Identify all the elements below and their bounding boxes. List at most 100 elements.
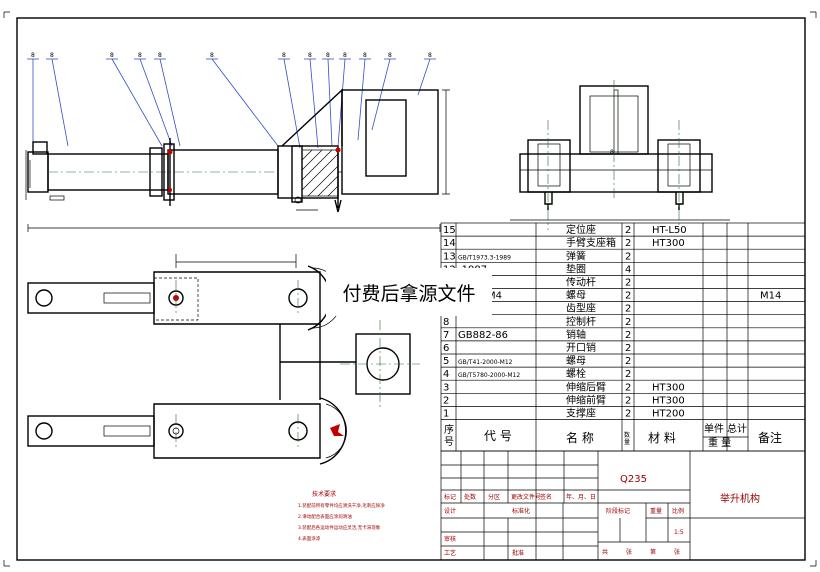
row-code: GB/T41-2000-M12 bbox=[458, 359, 513, 366]
review-label: 审核 bbox=[444, 535, 456, 543]
row-material: HT300 bbox=[652, 395, 685, 406]
header-qty-2: 量 bbox=[624, 439, 630, 446]
header-total-weight: 总计 bbox=[727, 422, 747, 435]
header-no-2: 号 bbox=[444, 436, 454, 448]
process-label: 工艺 bbox=[444, 549, 456, 557]
row-name: 齿型座 bbox=[566, 302, 596, 315]
tech-req-item: 4.表面涂漆 bbox=[298, 535, 321, 542]
parts-row: 14 手臂支座箱 2 HT300 bbox=[443, 236, 685, 249]
title-block: Q235 举升机构 标记处数分区更改文件号签名年、月、日 设计 标准化 阶段标记… bbox=[440, 450, 806, 561]
row-qty: 2 bbox=[625, 382, 631, 393]
row-name: 弹簧 bbox=[566, 249, 586, 262]
row-name: 螺母 bbox=[566, 290, 586, 302]
balloon-number: 8 bbox=[138, 52, 142, 59]
row-code: GB882-86 bbox=[458, 330, 508, 341]
row-qty: 2 bbox=[625, 317, 631, 328]
row-qty: 2 bbox=[625, 278, 631, 289]
sheet-count: 共 张 第 张 bbox=[602, 548, 680, 556]
header-note: 备注 bbox=[758, 430, 782, 445]
parts-row: 102000-M4螺母2M14 bbox=[443, 290, 781, 302]
row-no: 2 bbox=[443, 395, 449, 406]
header-qty-1: 数 bbox=[624, 431, 630, 439]
technical-requirements: 技术要求 1.装配前所有零件均应清洗干净,毛刺应除净 2.滑动配合表面应涂润滑油… bbox=[298, 490, 385, 542]
rev-label: 更改文件号 bbox=[511, 493, 541, 501]
row-no: 8 bbox=[443, 317, 449, 328]
header-no-1: 序 bbox=[444, 423, 454, 436]
row-name: 手臂支座箱 bbox=[566, 236, 616, 249]
rev-label: 处数 bbox=[464, 493, 476, 501]
rev-label: 标记 bbox=[444, 493, 456, 501]
row-qty: 2 bbox=[625, 251, 631, 262]
row-qty: 2 bbox=[625, 369, 631, 380]
row-name: 伸缩前臂 bbox=[566, 393, 606, 406]
rev-label: 分区 bbox=[488, 493, 500, 501]
balloon-number: 8 bbox=[110, 52, 114, 59]
row-qty: 2 bbox=[625, 291, 631, 302]
sheet-count-text: 张 bbox=[626, 548, 632, 556]
design-label: 设计 bbox=[444, 507, 456, 515]
material-field: Q235 bbox=[620, 474, 647, 485]
row-qty: 2 bbox=[625, 330, 631, 341]
standardize-label: 标准化 bbox=[512, 507, 530, 515]
balloon-number: 8 bbox=[343, 52, 347, 59]
side-view-text: 8 bbox=[610, 149, 614, 156]
row-name: 支撑座 bbox=[566, 407, 596, 420]
parts-row: 2 伸缩前臂 2 HT300 bbox=[443, 393, 685, 406]
row-qty: 2 bbox=[625, 409, 631, 420]
row-no: 13 bbox=[443, 251, 456, 262]
header-code: 代 号 bbox=[484, 429, 512, 443]
balloon-number: 8 bbox=[428, 52, 432, 59]
row-material: HT300 bbox=[652, 238, 685, 249]
scale-value: 1:5 bbox=[674, 529, 684, 536]
row-name: 传动杆 bbox=[566, 277, 596, 289]
title-block-grid bbox=[440, 450, 806, 561]
balloon-number: 8 bbox=[282, 52, 286, 59]
parts-row: 4 GB/T5780-2000-M12 螺栓 2 bbox=[443, 367, 631, 380]
row-note: M14 bbox=[760, 291, 781, 302]
rev-label: 年、月、日 bbox=[566, 493, 596, 501]
hatched-section bbox=[301, 149, 339, 197]
row-no: 1 bbox=[443, 409, 449, 420]
parts-row: 8 控制杆 2 bbox=[443, 315, 631, 328]
balloon-number: 8 bbox=[308, 52, 312, 59]
row-no: 3 bbox=[443, 382, 449, 393]
row-qty: 4 bbox=[625, 264, 631, 275]
row-no: 15 bbox=[443, 225, 456, 236]
tech-req-item: 1.装配前所有零件均应清洗干净,毛刺应除净 bbox=[298, 502, 385, 509]
row-name: 开口销 bbox=[566, 341, 596, 354]
row-code: GB/T5780-2000-M12 bbox=[458, 372, 520, 379]
row-name: 控制杆 bbox=[566, 315, 596, 328]
row-name: 销轴 bbox=[566, 328, 586, 341]
stage-mark-label: 阶段标记 bbox=[606, 507, 630, 515]
balloon-number: 8 bbox=[31, 52, 35, 59]
row-no: 4 bbox=[443, 369, 449, 380]
sheet-count-text: 张 bbox=[674, 548, 680, 556]
balloon-number: 8 bbox=[50, 52, 54, 59]
revision-labels: 标记处数 分区 更改文件号签名 年、月、日 bbox=[444, 493, 596, 501]
row-qty: 2 bbox=[625, 238, 631, 249]
parts-row: 1 支撑座 2 HT200 bbox=[443, 407, 685, 420]
side-view: 8 bbox=[510, 80, 730, 230]
weight-label: 重量 bbox=[650, 507, 662, 515]
rev-label: 签名 bbox=[540, 493, 552, 501]
header-weight: 重 量 bbox=[708, 436, 731, 449]
row-no: 14 bbox=[443, 238, 456, 249]
row-material: HT200 bbox=[652, 409, 685, 420]
row-name: 螺栓 bbox=[566, 367, 586, 380]
row-qty: 2 bbox=[625, 395, 631, 406]
balloon-number: 8 bbox=[326, 52, 330, 59]
corner-marks bbox=[3, 11, 817, 567]
row-code: GB/T1973.3-1989 bbox=[458, 254, 511, 261]
row-material: HT-L50 bbox=[652, 225, 687, 236]
parts-list-header: 序 号 代 号 名 称 数 量 材 料 单件 总计 重 量 备注 bbox=[444, 422, 782, 449]
row-no: 5 bbox=[443, 356, 449, 367]
